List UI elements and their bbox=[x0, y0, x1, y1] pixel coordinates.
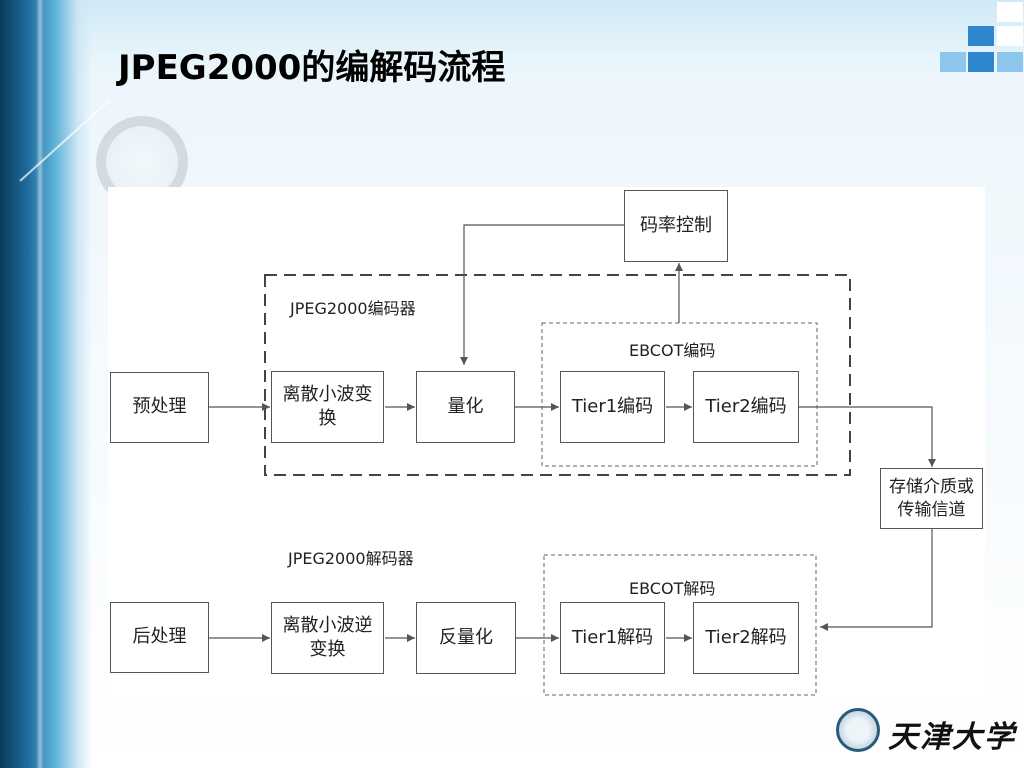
university-logo: 天津大学 bbox=[836, 704, 1014, 758]
channel-line-1: 存储介质或 bbox=[889, 476, 974, 497]
idwt-box: 离散小波逆 变换 bbox=[271, 602, 384, 674]
arrow-ratecontrol-quantize bbox=[460, 224, 624, 365]
dequantize-box: 反量化 bbox=[416, 602, 516, 674]
tier2-decode-box: Tier2解码 bbox=[693, 602, 799, 674]
channel-box: 存储介质或 传输信道 bbox=[880, 468, 983, 529]
university-seal-icon bbox=[836, 708, 880, 752]
tier2-encode-box: Tier2编码 bbox=[693, 371, 799, 443]
postprocess-box: 后处理 bbox=[110, 602, 209, 673]
preprocess-box: 预处理 bbox=[110, 372, 209, 443]
ebcot-encoder-label: EBCOT编码 bbox=[629, 341, 716, 360]
idwt-line-1: 离散小波逆 bbox=[282, 614, 373, 636]
tier1-encode-box: Tier1编码 bbox=[560, 371, 665, 443]
arrow-channel-decoder bbox=[820, 529, 933, 631]
dwt-line-1: 离散小波变 bbox=[282, 383, 373, 405]
ebcot-encoder-region bbox=[541, 322, 818, 467]
rate-control-box: 码率控制 bbox=[624, 190, 728, 262]
channel-line-2: 传输信道 bbox=[897, 499, 966, 520]
university-name: 天津大学 bbox=[888, 720, 1016, 755]
quantize-box: 量化 bbox=[416, 371, 515, 443]
slide-title: JPEG2000的编解码流程 bbox=[118, 48, 506, 88]
tier1-decode-box: Tier1解码 bbox=[560, 602, 665, 674]
left-decor-band bbox=[0, 0, 92, 768]
ebcot-decoder-region bbox=[543, 554, 817, 696]
decoder-label: JPEG2000解码器 bbox=[288, 549, 414, 568]
header-band bbox=[0, 0, 1024, 78]
dwt-box: 离散小波变 换 bbox=[271, 371, 384, 443]
idwt-line-2: 变换 bbox=[309, 639, 346, 660]
left-decor-stripe bbox=[36, 0, 44, 768]
encoder-region bbox=[264, 274, 851, 476]
dwt-line-2: 换 bbox=[318, 408, 337, 429]
encoder-label: JPEG2000编码器 bbox=[290, 299, 416, 318]
arrow-tier2-channel bbox=[799, 406, 936, 467]
flow-diagram: JPEG2000编码器 EBCOT编码 JPEG2000解码器 EBCOT解码 … bbox=[108, 187, 985, 697]
diagram-connectors bbox=[209, 224, 936, 696]
ebcot-decoder-label: EBCOT解码 bbox=[629, 579, 716, 598]
